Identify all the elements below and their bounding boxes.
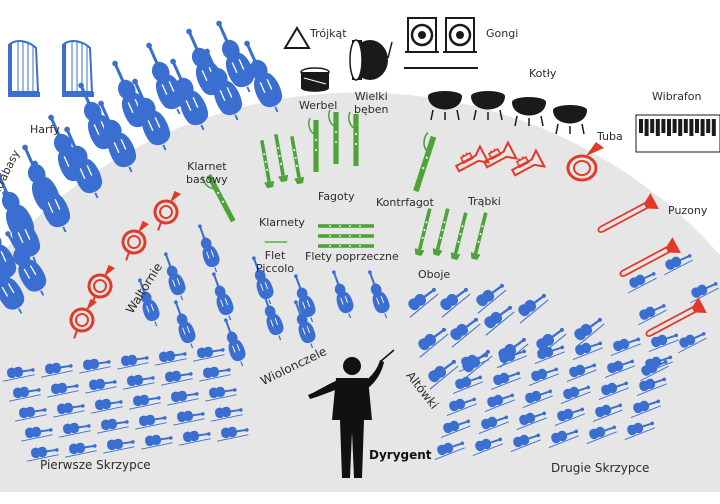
label-trojkat: Trójkąt: [310, 27, 347, 40]
label-flety-poprzeczne: Flety poprzeczne: [305, 250, 399, 263]
label-harfy: Harfy: [30, 123, 60, 136]
label-oboje: Oboje: [418, 268, 451, 281]
bass-drum-icon: [349, 39, 393, 81]
label-trabki: Trąbki: [468, 195, 501, 208]
flute-icon: [318, 234, 374, 238]
vibraphone-icon: [635, 114, 720, 153]
gong-icon: [403, 16, 441, 54]
label-dyrygent: Dyrygent: [369, 448, 432, 462]
label-kotly: Kotły: [529, 67, 557, 80]
label-wielki-beben: Wielki bęben: [354, 90, 389, 116]
label-klarnety: Klarnety: [259, 216, 305, 229]
timpani-icon: [552, 104, 588, 135]
conductor-icon: [308, 349, 395, 478]
label-werbel: Werbel: [299, 99, 338, 112]
snare-drum-icon: [300, 67, 330, 92]
flute-icon: [264, 241, 288, 243]
flute-icon: [318, 224, 374, 228]
gong-icon: [441, 16, 479, 54]
percussion-group: [283, 16, 720, 153]
label-pierwsze-skrzypce: Pierwsze Skrzypce: [40, 458, 151, 472]
flute-icon: [318, 244, 374, 248]
harp-icon: [60, 39, 96, 99]
label-klarnet-basowy: Klarnet basowy: [186, 160, 228, 186]
label-tuba: Tuba: [597, 130, 623, 143]
harp-icon: [6, 39, 42, 99]
label-wibrafon: Wibrafon: [652, 90, 702, 103]
label-kontrfagot: Kontrfagot: [376, 196, 434, 209]
label-gongi: Gongi: [486, 27, 519, 40]
label-fagoty: Fagoty: [318, 190, 355, 203]
label-flet-piccolo: Flet Piccolo: [256, 249, 295, 275]
label-puzony: Puzony: [668, 204, 708, 217]
triangle-icon: [283, 26, 311, 49]
label-drugie-skrzypce: Drugie Skrzypce: [551, 461, 650, 475]
